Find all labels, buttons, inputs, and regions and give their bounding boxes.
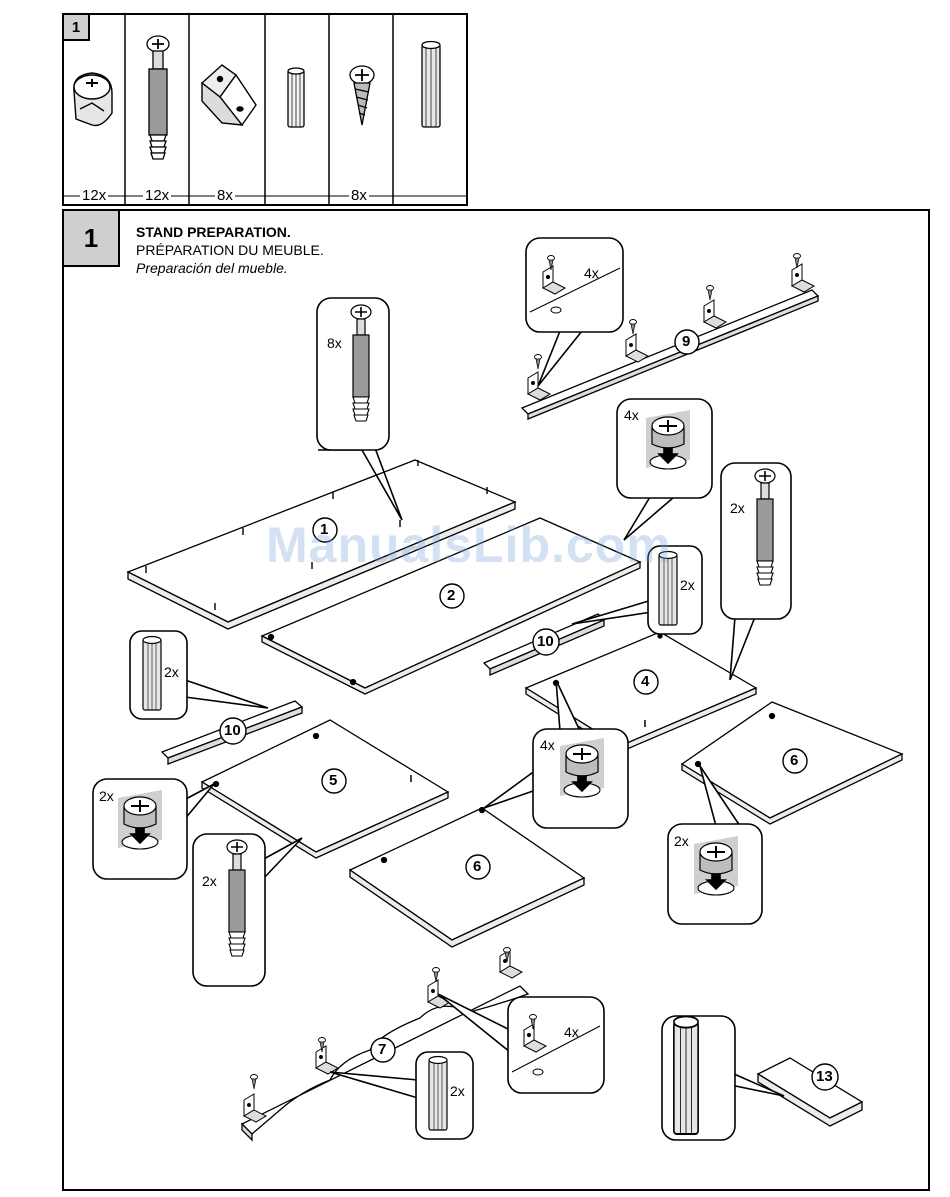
part-label-10a: 10	[537, 633, 554, 650]
part-label-5: 5	[329, 772, 337, 789]
callout-qty-bracket-bottom: 4x	[564, 1024, 579, 1040]
callout-qty-bolt-right: 2x	[730, 500, 745, 516]
part-label-4: 4	[641, 673, 649, 690]
part-label-13: 13	[816, 1068, 833, 1085]
callout-qty-cam-right: 2x	[674, 833, 689, 849]
callout-bracket-top	[526, 238, 623, 386]
callout-qty-cam-center: 4x	[540, 737, 555, 753]
part-label-6a: 6	[473, 858, 481, 875]
part-label-6b: 6	[790, 752, 798, 769]
callout-qty-cam-left: 2x	[99, 788, 114, 804]
part-label-10b: 10	[224, 722, 241, 739]
callout-qty-bolt-left: 2x	[202, 873, 217, 889]
callout-qty-dowel-left: 2x	[164, 664, 179, 680]
part-label-7: 7	[378, 1041, 386, 1058]
part-label-2: 2	[447, 587, 455, 604]
callout-qty-bolt-top: 8x	[327, 335, 342, 351]
callout-bolt-right	[721, 463, 791, 680]
callout-bolt-left	[193, 834, 302, 986]
callout-qty-dowel-bottom: 2x	[450, 1083, 465, 1099]
watermark: ManualsLib.com	[266, 516, 672, 574]
callout-qty-dowel-mid: 2x	[680, 577, 695, 593]
callout-qty-bracket-top: 4x	[584, 265, 599, 281]
callout-qty-cam-top: 4x	[624, 407, 639, 423]
callout-dowel-left	[130, 631, 268, 719]
part-label-9: 9	[682, 333, 690, 350]
